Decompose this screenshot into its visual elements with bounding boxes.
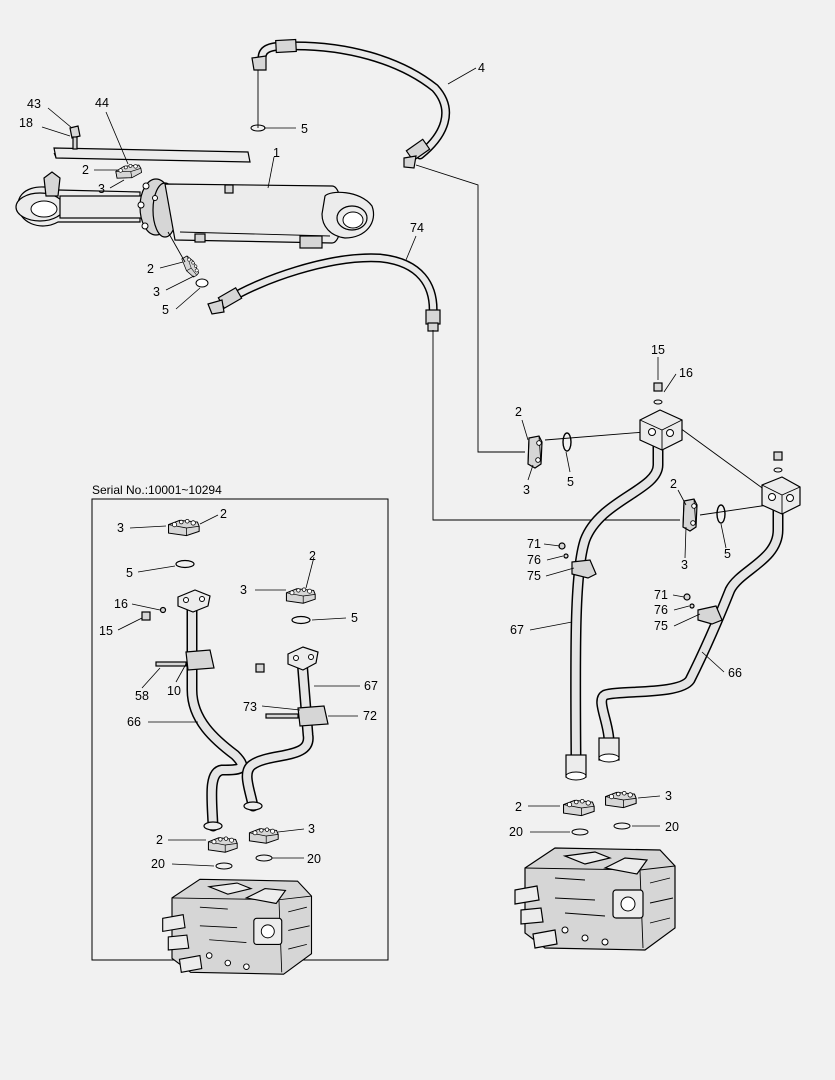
callout-16: 16 bbox=[679, 366, 693, 380]
inset-callout-20: 20 bbox=[151, 857, 165, 871]
inset-callout-3: 3 bbox=[117, 521, 124, 535]
inset-callout-16: 16 bbox=[114, 597, 128, 611]
inset-callout-20: 20 bbox=[307, 852, 321, 866]
callout-71: 71 bbox=[654, 588, 668, 602]
control-valve-right bbox=[514, 847, 676, 951]
callout-5: 5 bbox=[567, 475, 574, 489]
callout-3: 3 bbox=[681, 558, 688, 572]
inset-callout-66: 66 bbox=[127, 715, 141, 729]
callout-20: 20 bbox=[665, 820, 679, 834]
inset-callout-5: 5 bbox=[126, 566, 133, 580]
inset-callout-5: 5 bbox=[351, 611, 358, 625]
callout-20: 20 bbox=[509, 825, 523, 839]
callout-3: 3 bbox=[153, 285, 160, 299]
inset-callout-3: 3 bbox=[308, 822, 315, 836]
callout-18: 18 bbox=[19, 116, 33, 130]
hose-74 bbox=[207, 253, 441, 332]
serial-number-text: Serial No.:10001~10294 bbox=[92, 483, 222, 497]
tube-66 bbox=[596, 451, 801, 763]
inset-callout-15: 15 bbox=[99, 624, 113, 638]
callout-2: 2 bbox=[82, 163, 89, 177]
callout-2: 2 bbox=[670, 477, 677, 491]
callout-74: 74 bbox=[410, 221, 424, 235]
control-valve-inset bbox=[162, 878, 313, 975]
inset-callout-72: 72 bbox=[363, 709, 377, 723]
callout-43: 43 bbox=[27, 97, 41, 111]
inset-callout-3: 3 bbox=[240, 583, 247, 597]
callout-5: 5 bbox=[162, 303, 169, 317]
callout-75: 75 bbox=[527, 569, 541, 583]
inset-tubes bbox=[141, 589, 329, 832]
inset-callout-10: 10 bbox=[167, 684, 181, 698]
callout-2: 2 bbox=[147, 262, 154, 276]
callout-71: 71 bbox=[527, 537, 541, 551]
inset-callout-73: 73 bbox=[243, 700, 257, 714]
hydraulic-cylinder bbox=[15, 125, 375, 288]
tube-67 bbox=[558, 382, 683, 781]
callout-3: 3 bbox=[523, 483, 530, 497]
leader-lines bbox=[41, 67, 727, 867]
callout-5: 5 bbox=[724, 547, 731, 561]
callout-4: 4 bbox=[478, 61, 485, 75]
callout-2: 2 bbox=[515, 405, 522, 419]
callout-44: 44 bbox=[95, 96, 109, 110]
callout-66: 66 bbox=[728, 666, 742, 680]
callout-5: 5 bbox=[301, 122, 308, 136]
callout-67: 67 bbox=[510, 623, 524, 637]
callout-3: 3 bbox=[98, 182, 105, 196]
inset-callout-2: 2 bbox=[156, 833, 163, 847]
callout-15: 15 bbox=[651, 343, 665, 357]
callout-3: 3 bbox=[665, 789, 672, 803]
callout-2: 2 bbox=[515, 800, 522, 814]
hose-4 bbox=[251, 38, 451, 169]
inset-callout-2: 2 bbox=[220, 507, 227, 521]
inset-callout-67: 67 bbox=[364, 679, 378, 693]
callout-1: 1 bbox=[273, 146, 280, 160]
inset-callout-2: 2 bbox=[309, 549, 316, 563]
callout-76: 76 bbox=[654, 603, 668, 617]
inset-callout-58: 58 bbox=[135, 689, 149, 703]
callout-75: 75 bbox=[654, 619, 668, 633]
callout-labels: 43 44 18 2 3 1 5 4 2 3 5 74 15 16 2 3 5 … bbox=[19, 61, 742, 871]
callout-76: 76 bbox=[527, 553, 541, 567]
